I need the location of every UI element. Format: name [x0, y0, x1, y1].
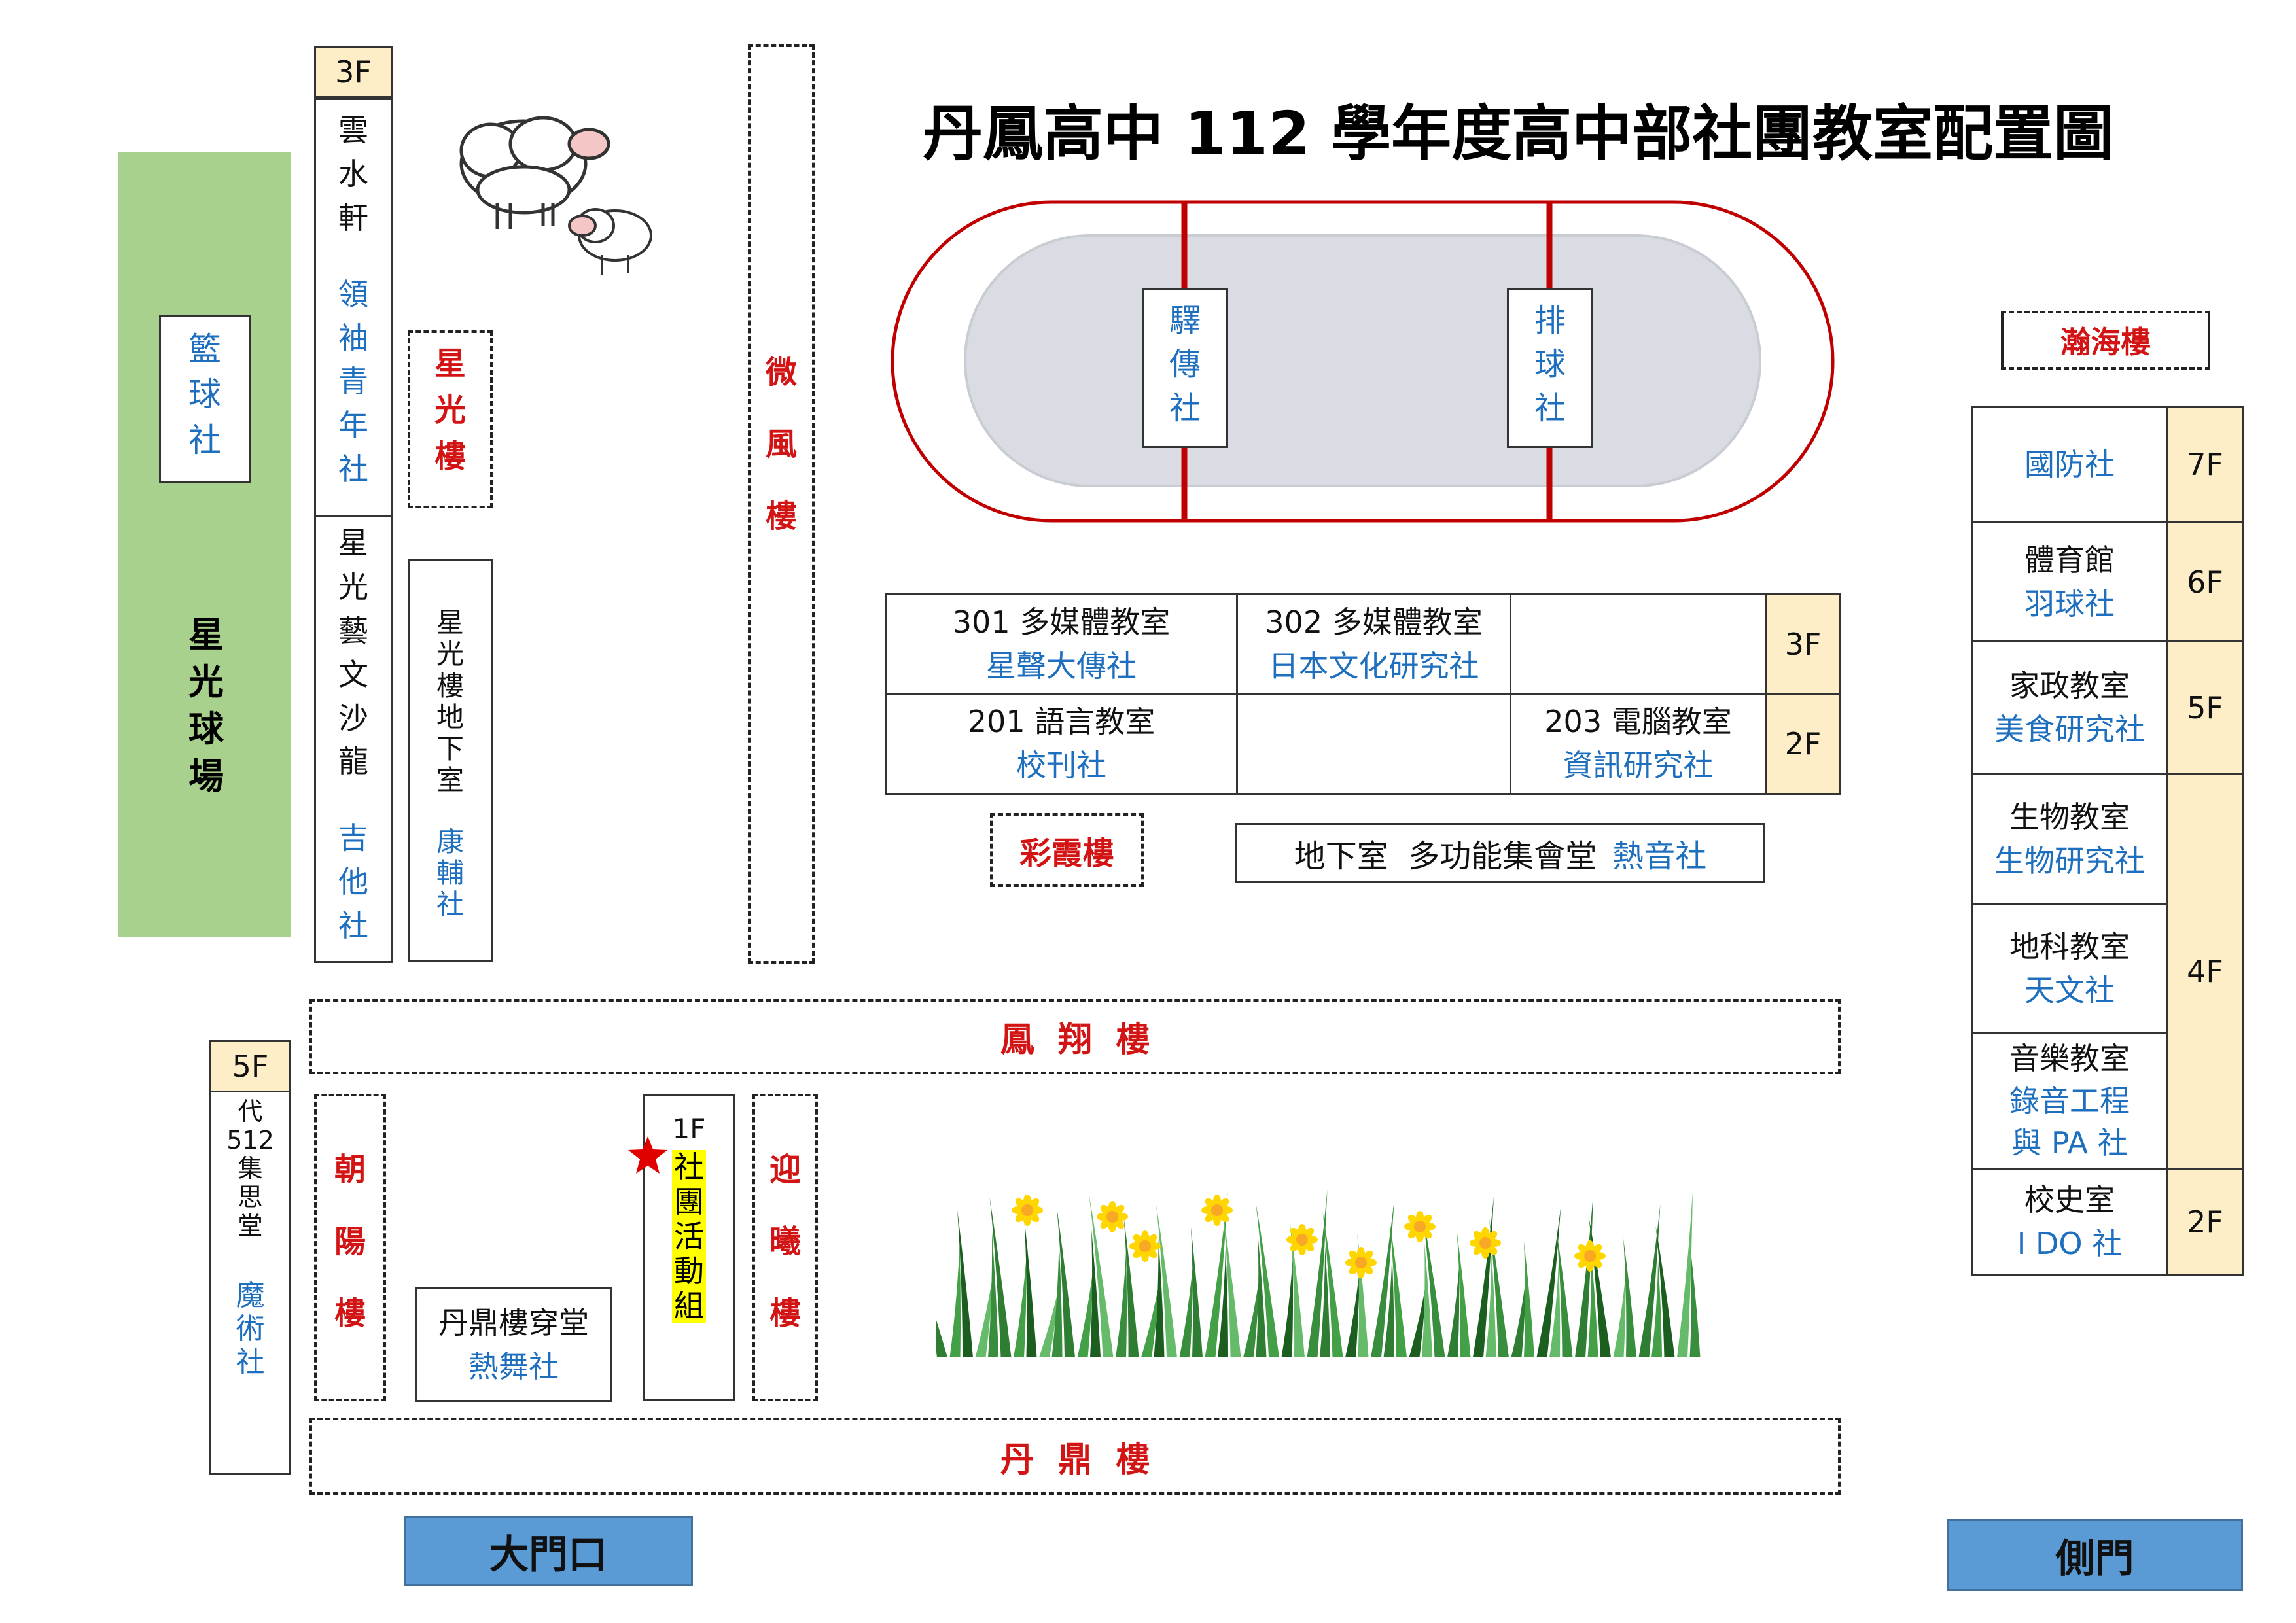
hanhai-music-room: 音樂教室 — [2009, 1041, 2130, 1077]
hanhai-6f-room: 體育館 — [2024, 542, 2115, 578]
hanhai-7f-club: 國防社 — [2024, 446, 2115, 482]
sheep-icon — [459, 116, 652, 275]
hanhai-2f-club: I DO 社 — [2017, 1225, 2123, 1261]
hanhai-row-5f: 家政教室 美食研究社 — [1971, 640, 2168, 775]
xingguang-building-label: 星光樓 — [434, 345, 466, 476]
basketball-club-label: 籃球社 — [188, 330, 221, 459]
page-title: 丹鳳高中 112 學年度高中部社團教室配置圖 — [923, 99, 2114, 169]
relay-club-label: 驛傳社 — [1169, 302, 1201, 427]
basement-hall-label: 地下室 多功能集會堂 — [1294, 838, 1597, 875]
dai512-club: 魔術社 — [236, 1279, 265, 1379]
basketball-club-box: 籃球社 — [159, 315, 251, 483]
room-301-club: 星聲大傳社 — [986, 648, 1137, 684]
yingxi-building-label: 迎曦樓 — [769, 1151, 801, 1333]
main-gate: 大門口 — [404, 1516, 693, 1586]
room-203-name: 203 電腦教室 — [1544, 704, 1732, 740]
hanhai-row-bio: 生物教室 生物研究社 — [1971, 773, 2168, 905]
caixia-building: 彩霞樓 — [990, 813, 1144, 887]
yingxi-building: 迎曦樓 — [752, 1094, 818, 1401]
room-201-name: 201 語言教室 — [967, 704, 1156, 740]
hanhai-music-club-line1: 錄音工程 — [2009, 1083, 2130, 1119]
room-302-club: 日本文化研究社 — [1268, 648, 1479, 684]
room-203-club: 資訊研究社 — [1563, 748, 1714, 783]
salon-club: 吉他社 — [338, 820, 368, 944]
hanhai-row-2f: 校史室 I DO 社 — [1971, 1168, 2168, 1276]
zhaoyang-building: 朝陽樓 — [314, 1094, 386, 1401]
danding-building: 丹 鼎 樓 — [309, 1418, 1841, 1495]
room-3f-empty — [1510, 593, 1767, 695]
hanhai-row-7f: 國防社 — [1971, 406, 2168, 523]
room-201-club: 校刊社 — [1016, 748, 1106, 783]
hanhai-row-6f: 體育館 羽球社 — [1971, 521, 2168, 642]
weifeng-building: 微風樓 — [748, 44, 815, 964]
hanhai-5f-room: 家政教室 — [2009, 667, 2130, 703]
room-302: 302 多媒體教室 日本文化研究社 — [1236, 593, 1511, 695]
xingguang-basement-club: 康輔社 — [436, 825, 464, 921]
hanhai-music-club-line2: 與 PA 社 — [2011, 1125, 2128, 1161]
salon-block: 星光藝文沙龍 吉他社 — [314, 515, 393, 963]
court-label: 星光球場 — [188, 614, 224, 797]
xingguang-building: 星光樓 — [408, 330, 493, 508]
room-302-name: 302 多媒體教室 — [1265, 604, 1483, 640]
dianding-passage: 丹鼎樓穿堂 熱舞社 — [415, 1287, 612, 1402]
floor-tag-dai512: 5F — [209, 1040, 291, 1092]
hanhai-6f-club: 羽球社 — [2024, 585, 2115, 621]
room-201: 201 語言教室 校刊社 — [885, 693, 1238, 795]
xingguang-basement: 星光樓地下室 康輔社 — [408, 559, 493, 962]
hanhai-bio-club: 生物研究社 — [1994, 843, 2145, 879]
hanhai-earth-club: 天文社 — [2024, 973, 2115, 1008]
fengxiang-building: 鳳 翔 樓 — [309, 999, 1841, 1074]
floor-tag-center-3f: 3F — [1765, 593, 1841, 695]
yunshui-name: 雲水軒 — [338, 113, 368, 236]
yunshui-club: 領袖青年社 — [338, 276, 368, 487]
floor-tag-6f: 6F — [2166, 521, 2244, 642]
dianding-passage-club: 熱舞社 — [468, 1348, 559, 1384]
zhaoyang-building-label: 朝陽樓 — [334, 1151, 366, 1333]
hanhai-row-music: 音樂教室 錄音工程 與 PA 社 — [1971, 1032, 2168, 1170]
floor-tag-4f: 4F — [2166, 773, 2244, 1170]
activity-office: 1F 社團活動組 — [643, 1094, 735, 1401]
floor-tag-7f: 7F — [2166, 406, 2244, 523]
floor-tag-center-2f: 2F — [1765, 693, 1841, 795]
floor-tag-5f: 5F — [2166, 640, 2244, 775]
hanhai-building: 瀚海樓 — [2001, 311, 2210, 370]
salon-name: 星光藝文沙龍 — [338, 525, 368, 780]
volleyball-club-label: 排球社 — [1534, 302, 1566, 427]
court — [118, 152, 291, 937]
weifeng-building-label: 微風樓 — [765, 354, 797, 535]
floor-tag-2f: 2F — [2166, 1168, 2244, 1276]
room-301: 301 多媒體教室 星聲大傳社 — [885, 593, 1238, 695]
hanhai-5f-club: 美食研究社 — [1994, 711, 2145, 747]
room-2f-empty — [1236, 693, 1511, 795]
basement-hall-club: 熱音社 — [1612, 838, 1707, 875]
activity-name: 社團活動組 — [672, 1150, 706, 1323]
star-icon — [628, 1136, 667, 1174]
relay-club-box: 驛傳社 — [1142, 288, 1228, 448]
hanhai-row-earth: 地科教室 天文社 — [1971, 903, 2168, 1034]
floor-tag-3f: 3F — [314, 46, 393, 98]
dianding-passage-name: 丹鼎樓穿堂 — [438, 1304, 589, 1340]
hanhai-bio-room: 生物教室 — [2009, 799, 2130, 835]
basement-hall: 地下室 多功能集會堂熱音社 — [1235, 823, 1765, 883]
grass-flowers-icon — [936, 1189, 1701, 1357]
room-301-name: 301 多媒體教室 — [952, 604, 1171, 640]
xingguang-basement-label: 星光樓地下室 — [436, 606, 464, 797]
side-gate: 側門 — [1947, 1519, 2243, 1591]
activity-floor: 1F — [672, 1113, 706, 1145]
yunshui-block: 雲水軒 領袖青年社 — [314, 98, 393, 517]
hanhai-earth-room: 地科教室 — [2009, 929, 2130, 965]
running-track — [891, 200, 1835, 523]
volleyball-club-box: 排球社 — [1507, 288, 1593, 448]
room-203: 203 電腦教室 資訊研究社 — [1510, 693, 1767, 795]
hanhai-2f-room: 校史室 — [2024, 1181, 2115, 1217]
